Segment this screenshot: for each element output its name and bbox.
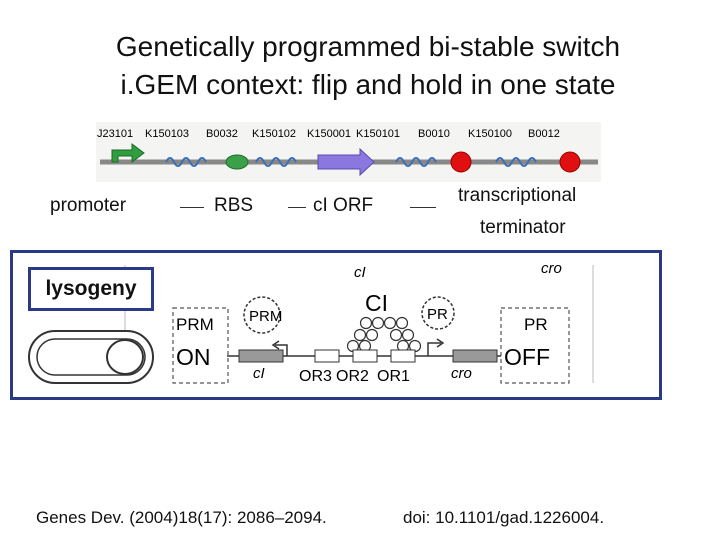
terminator-2-icon	[559, 151, 581, 173]
or1-site	[390, 349, 416, 363]
legend-terminator-line-1: transcriptional	[458, 185, 577, 206]
ci-gene-block	[238, 349, 284, 363]
part-labels: J23101 K150103 B0032 K150102 K150001 K15…	[97, 128, 560, 140]
cro-gene-block	[452, 349, 498, 363]
legend-ci-orf: cI ORF	[313, 195, 374, 216]
gene-ci-top: cI	[354, 264, 366, 281]
pr-dashed-box	[500, 307, 570, 384]
part-label-4: K150102	[252, 128, 296, 140]
legend-rbs: RBS	[214, 195, 254, 216]
part-label-1: J23101	[97, 128, 133, 140]
part-label-6: K150101	[356, 128, 400, 140]
legend-dash	[288, 207, 306, 208]
dna-spacer-icon	[495, 157, 537, 167]
dna-spacers	[165, 157, 537, 167]
legend-promoter: promoter	[50, 195, 127, 216]
gene-ci-bottom: cI	[253, 365, 265, 382]
pr-promoter-arrow-icon	[427, 342, 441, 356]
dna-spacer-icon	[255, 157, 297, 167]
terminator-1-icon	[450, 151, 472, 173]
prm-dashed-box	[172, 307, 229, 384]
or2-label: OR2	[336, 368, 369, 385]
prm-polymerase-icon	[243, 296, 281, 334]
legend-dash	[410, 207, 436, 208]
state-on: ON	[176, 344, 211, 370]
citation-doi: doi: 10.1101/gad.1226004.	[403, 508, 605, 527]
citation-journal: Genes Dev. (2004)18(17): 2086–2094.	[36, 508, 327, 527]
part-label-7: B0010	[418, 128, 450, 140]
cell-oval-icon	[106, 339, 144, 375]
title-line-1: Genetically programmed bi-stable switch	[115, 31, 621, 62]
pr-circle-label: PR	[427, 306, 448, 323]
orf-arrow-icon	[317, 147, 375, 177]
lysogeny-title-box: lysogeny	[28, 267, 154, 311]
promoter-arrow-icon	[111, 143, 145, 163]
part-label-3: B0032	[206, 128, 238, 140]
biobrick-construct: J23101 K150103 B0032 K150102 K150001 K15…	[96, 122, 601, 182]
rbs-oval-icon	[225, 154, 249, 170]
gene-cro-top: cro	[541, 260, 562, 277]
prm-circle-label: PRM	[249, 308, 282, 325]
prm-arrowhead-icon	[271, 340, 280, 350]
prm-label: PRM	[176, 315, 214, 334]
dna-spacer-icon	[165, 157, 207, 167]
ci-protein-label: CI	[365, 290, 388, 316]
legend-dash	[180, 207, 204, 208]
ci-dimers-icon	[346, 316, 422, 353]
or3-site	[314, 349, 340, 363]
pr-label: PR	[524, 315, 548, 334]
lysogeny-title: lysogeny	[45, 277, 137, 300]
part-label-5: K150001	[307, 128, 351, 140]
legend-terminator-line-2: terminator	[480, 217, 566, 238]
part-label-9: B0012	[528, 128, 560, 140]
part-label-8: K150100	[468, 128, 512, 140]
or2-site	[352, 349, 378, 363]
gene-cro-bottom: cro	[451, 365, 472, 382]
state-off: OFF	[504, 344, 550, 370]
dna-spacer-icon	[395, 157, 437, 167]
or1-label: OR1	[377, 368, 410, 385]
lysogeny-diagram: cI cro PRM PR ON OFF PRM PR CI cI OR3 OR…	[28, 260, 594, 385]
title-line-2: i.GEM context: flip and hold in one stat…	[120, 69, 616, 100]
pr-arrowhead-icon	[436, 338, 445, 348]
or3-label: OR3	[299, 368, 332, 385]
pr-polymerase-icon	[421, 296, 455, 330]
prm-promoter-arrow-icon	[275, 344, 288, 356]
part-label-2: K150103	[145, 128, 189, 140]
